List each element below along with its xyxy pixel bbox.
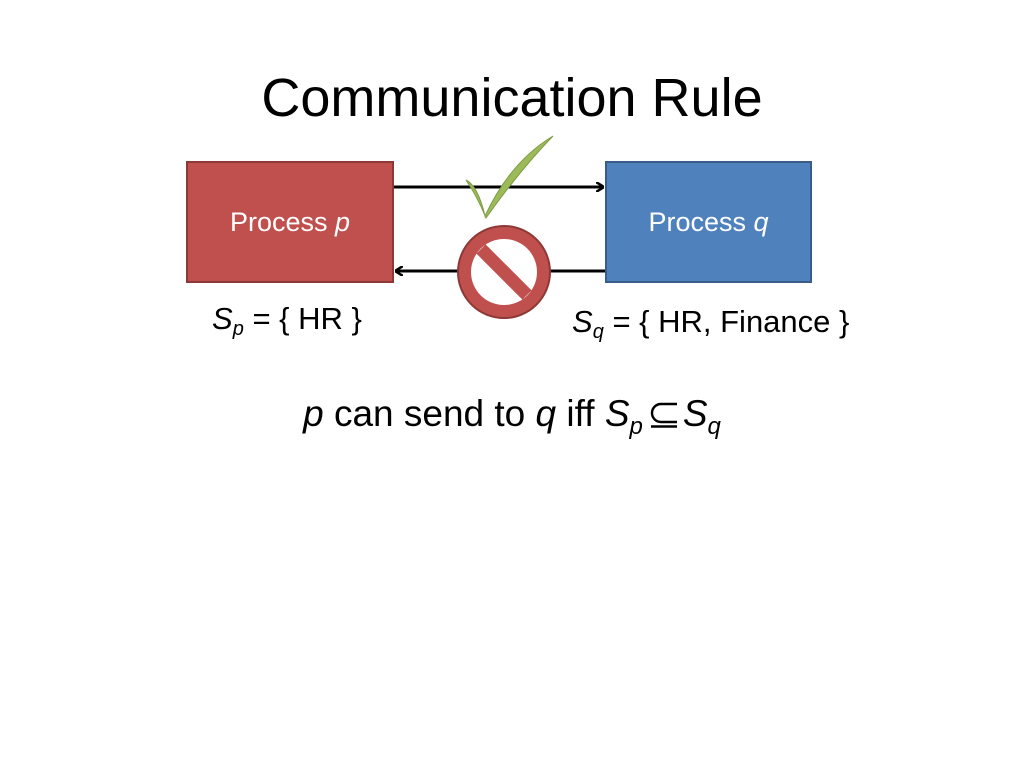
process-p-box: Process p [186, 161, 394, 283]
slide-title: Communication Rule [261, 68, 763, 128]
prohibited-icon [457, 225, 551, 319]
process-q-box: Process q [605, 161, 812, 283]
check-icon [465, 135, 554, 220]
set-q-label: Sq = { HR, Finance } [572, 304, 850, 343]
process-p-label: Process p [229, 206, 351, 237]
process-q-label: Process q [648, 206, 769, 237]
subset-icon [650, 402, 677, 428]
set-p-label: Sp = { HR } [212, 301, 362, 340]
